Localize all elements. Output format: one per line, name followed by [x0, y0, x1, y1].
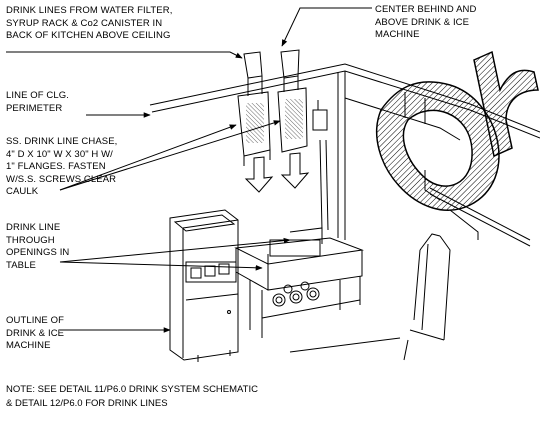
leader-lines	[6, 7, 372, 333]
floor-line	[289, 337, 401, 353]
table	[234, 227, 364, 338]
callout-line: CENTER BEHIND AND	[375, 4, 477, 15]
callout-line: ABOVE DRINK & ICE	[375, 16, 470, 28]
callout-line: MACHINE	[375, 29, 420, 41]
callout-line: SS. DRINK LINE CHASE,	[6, 136, 118, 147]
callout-line: OUTLINE OF	[6, 315, 65, 326]
drink-line-chase-right	[277, 49, 328, 153]
callout-line: DRINK LINES FROM WATER FILTER,	[6, 5, 173, 16]
callout-line: DRINK & ICE	[6, 327, 65, 339]
callout-line: 4" D X 10" W X 30" H W/	[6, 148, 113, 160]
callout-line: MACHINE	[6, 340, 51, 352]
drink-line-chase-callout: SS. DRINK LINE CHASE, 4" D X 10" W X 30"…	[6, 136, 117, 199]
callout-line: PERIMETER	[6, 102, 63, 114]
drink-line-run	[319, 139, 329, 231]
drink-lines-callout: DRINK LINES FROM WATER FILTER, SYRUP RAC…	[6, 5, 172, 43]
callout-line: OPENINGS IN	[6, 247, 70, 259]
drink-line-through-table-callout: DRINK LINE THROUGH OPENINGS IN TABLE	[6, 222, 69, 272]
drink-line-chase-left	[237, 51, 271, 166]
machine-outline-callout: OUTLINE OF DRINK & ICE MACHINE	[6, 315, 64, 353]
callout-line: 1" FLANGES. FASTEN	[6, 161, 106, 173]
callout-line: CAULK	[6, 186, 39, 198]
right-equipment	[403, 233, 451, 361]
note-line: & DETAIL 12/P6.0 FOR DRINK LINES	[6, 398, 168, 409]
callout-line: LINE OF CLG.	[6, 90, 69, 101]
callout-line: THROUGH	[6, 234, 55, 246]
watermark	[375, 50, 539, 211]
callout-line: TABLE	[6, 259, 36, 271]
callout-line: SYRUP RACK & Co2 CANISTER IN	[6, 17, 163, 29]
downward-arrow-left	[244, 156, 274, 193]
callout-line: DRINK LINE	[6, 222, 61, 233]
callout-line: W/S.S. SCREWS CLEAR	[6, 173, 117, 185]
ceiling-perimeter-callout: LINE OF CLG. PERIMETER	[6, 90, 69, 115]
callout-line: BACK OF KITCHEN ABOVE CEILING	[6, 30, 171, 42]
note-line: NOTE: SEE DETAIL 11/P6.0 DRINK SYSTEM SC…	[6, 384, 258, 395]
center-behind-callout: CENTER BEHIND AND ABOVE DRINK & ICE MACH…	[375, 4, 476, 42]
drawing-note: NOTE: SEE DETAIL 11/P6.0 DRINK SYSTEM SC…	[6, 383, 258, 411]
downward-arrow-right	[280, 152, 310, 189]
drink-and-ice-machine	[169, 209, 239, 362]
